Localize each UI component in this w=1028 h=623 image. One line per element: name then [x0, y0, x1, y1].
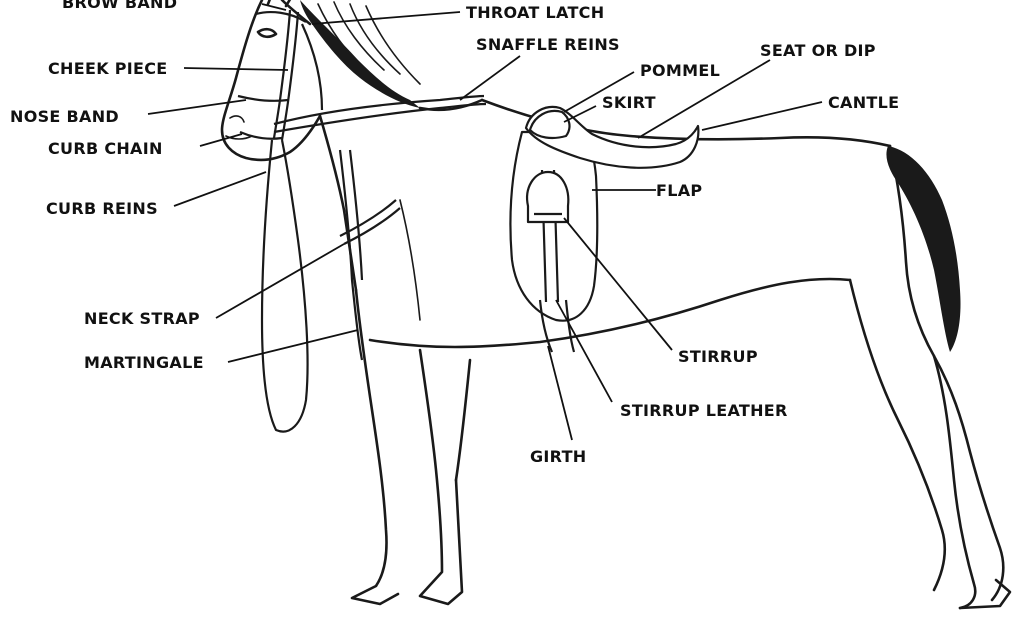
label-nose-band: NOSE BAND	[10, 107, 119, 126]
label-cantle: CANTLE	[828, 93, 899, 112]
label-cheek-piece: CHEEK PIECE	[48, 59, 168, 78]
label-martingale: MARTINGALE	[84, 353, 204, 372]
label-throat-latch: THROAT LATCH	[466, 3, 604, 22]
label-skirt: SKIRT	[602, 93, 656, 112]
label-curb-chain: CURB CHAIN	[48, 139, 163, 158]
label-brow-band: BROW BAND	[62, 0, 177, 12]
label-girth: GIRTH	[530, 447, 587, 466]
horse-illustration	[222, 0, 1010, 608]
label-stirrup: STIRRUP	[678, 347, 758, 366]
labels: BROW BAND THROAT LATCH SNAFFLE REINS CHE…	[10, 0, 899, 466]
label-pommel: POMMEL	[640, 61, 720, 80]
horse-belly	[370, 279, 850, 347]
label-seat-or-dip: SEAT OR DIP	[760, 41, 876, 60]
horse-tail	[886, 146, 960, 352]
label-neck-strap: NECK STRAP	[84, 309, 200, 328]
label-stirrup-leather: STIRRUP LEATHER	[620, 401, 788, 420]
label-curb-reins: CURB REINS	[46, 199, 158, 218]
leader-lines	[148, 4, 822, 440]
label-flap: FLAP	[656, 181, 702, 200]
label-snaffle-reins: SNAFFLE REINS	[476, 35, 620, 54]
horse-eye	[258, 29, 276, 37]
